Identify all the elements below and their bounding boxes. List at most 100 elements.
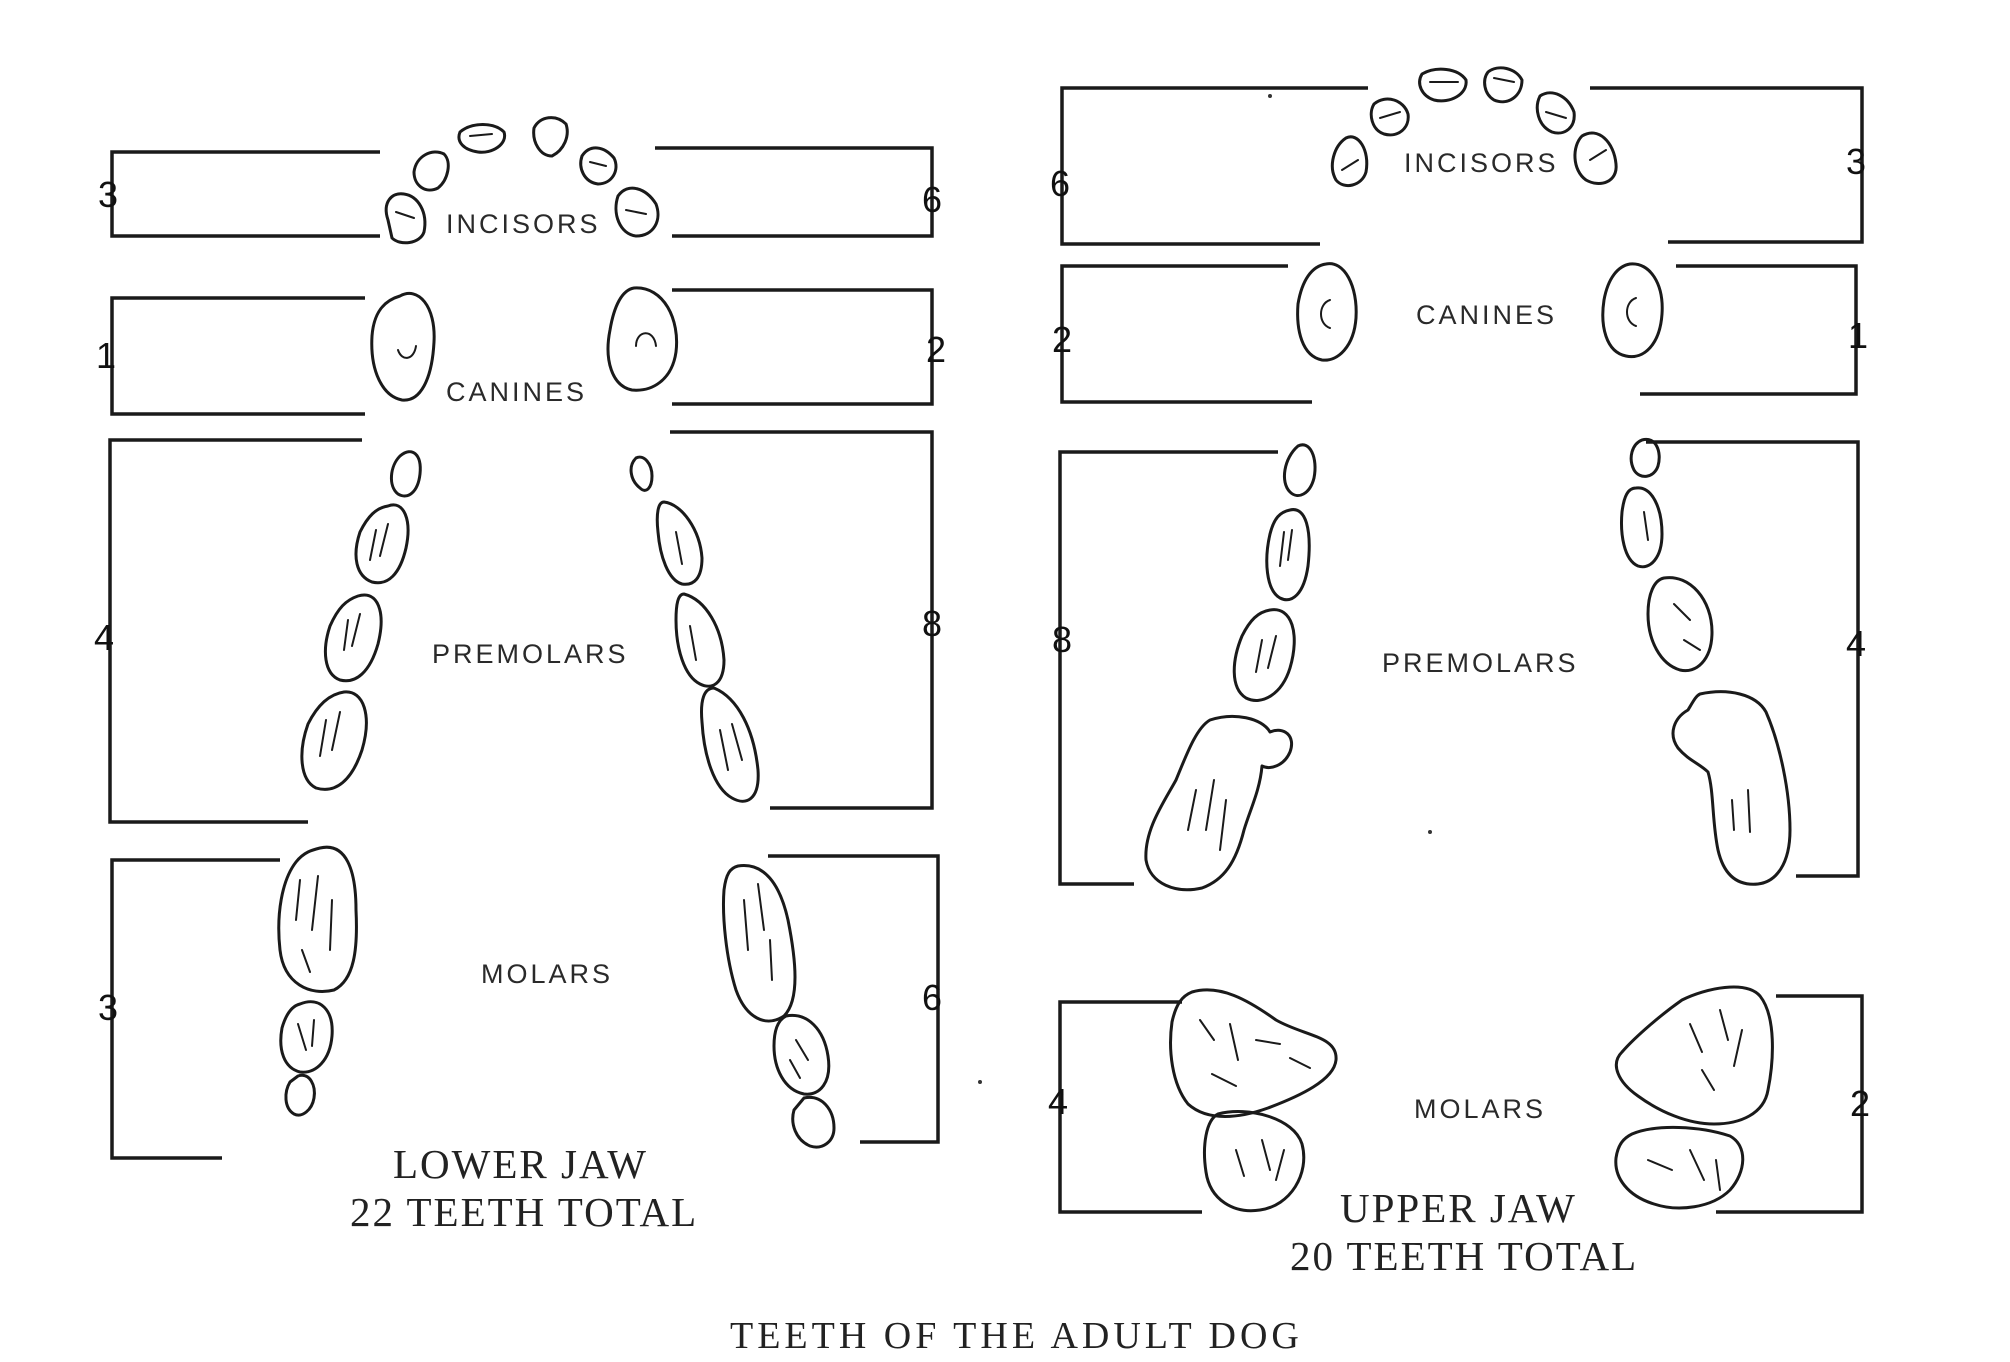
diagram-title: TEETH OF THE ADULT DOG <box>730 1315 1303 1357</box>
upper-premolar-tooth <box>1232 608 1296 702</box>
upper-premolars-right-count: 4 <box>1846 623 1866 664</box>
lower-canines-label: CANINES <box>446 377 587 407</box>
upper-premolar-tooth <box>1620 486 1664 569</box>
lower-jaw-caption-total: 22 TEETH TOTAL <box>350 1189 698 1235</box>
upper-premolar-tooth <box>1282 443 1317 497</box>
lower-premolars-right-count: 8 <box>922 603 942 644</box>
lower-incisors-right-count: 6 <box>922 179 942 220</box>
upper-incisor-tooth <box>1483 66 1524 104</box>
lower-molars-right-bracket <box>768 854 940 1144</box>
lower-premolar-tooth <box>700 686 760 803</box>
lower-incisors-left-count: 3 <box>98 174 118 215</box>
upper-molars-right-count: 2 <box>1850 1083 1870 1124</box>
lower-premolars-left-count: 4 <box>94 617 114 658</box>
lower-jaw-diagram: INCISORS CANINES PREMOLARS MOLARS 3 6 1 … <box>94 116 946 1235</box>
upper-jaw-caption-total: 20 TEETH TOTAL <box>1290 1233 1638 1279</box>
upper-molar-tooth <box>1615 985 1774 1126</box>
lower-premolar-tooth <box>629 455 654 492</box>
lower-incisors-right-bracket <box>655 146 934 238</box>
upper-premolars-left-bracket <box>1058 450 1278 886</box>
lower-molar-tooth <box>772 1013 831 1096</box>
lower-molar-tooth <box>791 1095 836 1149</box>
lower-molars-right-count: 6 <box>922 977 942 1018</box>
upper-incisors-left-bracket <box>1060 86 1368 246</box>
upper-premolars-right-bracket <box>1646 440 1860 878</box>
lower-premolar-tooth <box>300 690 368 791</box>
lower-premolars-left-bracket <box>108 438 362 824</box>
upper-canine-teeth <box>1296 262 1664 362</box>
upper-canines-label: CANINES <box>1416 300 1557 330</box>
upper-incisors-label: INCISORS <box>1404 148 1559 178</box>
upper-molar-tooth <box>1169 988 1338 1118</box>
lower-incisors-label: INCISORS <box>446 209 601 239</box>
lower-canines-left-count: 1 <box>96 335 116 376</box>
upper-premolar-tooth <box>1629 437 1661 478</box>
upper-molar-tooth <box>1203 1110 1306 1213</box>
lower-canines-left-bracket <box>110 296 365 416</box>
upper-incisor-tooth <box>1418 67 1468 103</box>
upper-canines-left-count: 2 <box>1052 319 1072 360</box>
lower-canines-right-bracket <box>672 288 934 406</box>
upper-canines-right-bracket <box>1640 264 1858 396</box>
lower-jaw-caption-title: LOWER JAW <box>393 1141 648 1187</box>
upper-premolar-tooth <box>1144 714 1293 892</box>
lower-molars-label: MOLARS <box>481 959 613 989</box>
upper-premolars-label: PREMOLARS <box>1382 648 1579 678</box>
upper-canines-left-bracket <box>1060 264 1312 404</box>
lower-canine-teeth <box>370 286 679 402</box>
upper-incisors-right-count: 3 <box>1846 141 1866 182</box>
lower-molar-tooth <box>722 864 797 1023</box>
upper-molar-tooth <box>1614 1125 1745 1210</box>
upper-molars-right-bracket <box>1716 994 1864 1214</box>
upper-canines-right-count: 1 <box>1848 315 1868 356</box>
lower-incisor-tooth <box>384 192 427 245</box>
upper-molars-label: MOLARS <box>1414 1094 1546 1124</box>
lower-canine-tooth <box>606 286 679 392</box>
upper-jaw-brackets <box>1058 86 1864 1214</box>
upper-incisors-right-bracket <box>1590 86 1864 244</box>
lower-incisor-tooth <box>457 123 507 154</box>
lower-molar-tooth <box>284 1073 316 1117</box>
upper-jaw-diagram: INCISORS CANINES PREMOLARS MOLARS 6 3 2 … <box>1048 66 1870 1279</box>
lower-incisors-left-bracket <box>110 150 380 238</box>
lower-canine-tooth <box>370 291 436 402</box>
lower-molar-tooth <box>279 1000 334 1074</box>
upper-premolar-teeth <box>1144 437 1792 892</box>
lower-premolar-teeth <box>300 450 760 803</box>
upper-premolars-left-count: 8 <box>1052 619 1072 660</box>
upper-molar-teeth <box>1169 985 1774 1213</box>
upper-canine-tooth <box>1296 262 1358 362</box>
lower-premolars-label: PREMOLARS <box>432 639 629 669</box>
upper-molars-left-count: 4 <box>1048 1081 1068 1122</box>
lower-incisor-teeth <box>384 116 660 245</box>
upper-incisor-tooth <box>1535 91 1576 135</box>
upper-molars-left-bracket <box>1058 1000 1202 1214</box>
lower-premolar-tooth <box>674 592 726 688</box>
upper-incisor-teeth <box>1330 66 1618 188</box>
lower-incisor-tooth <box>412 150 450 192</box>
lower-premolars-right-bracket <box>670 430 934 810</box>
lower-incisor-tooth <box>614 186 660 238</box>
upper-incisor-tooth <box>1369 97 1410 137</box>
upper-incisor-tooth <box>1573 131 1618 185</box>
upper-premolar-tooth <box>1265 508 1311 601</box>
upper-premolar-tooth <box>1646 576 1714 673</box>
upper-incisor-tooth <box>1330 135 1369 188</box>
lower-molar-tooth <box>277 845 358 993</box>
lower-molars-left-bracket <box>110 858 280 1160</box>
upper-incisors-left-count: 6 <box>1050 163 1070 204</box>
lower-premolar-tooth <box>354 503 410 585</box>
upper-premolar-tooth <box>1671 690 1792 886</box>
lower-molars-left-count: 3 <box>98 987 118 1028</box>
lower-canines-right-count: 2 <box>926 329 946 370</box>
lower-molar-teeth <box>277 845 836 1149</box>
upper-canine-tooth <box>1601 262 1664 359</box>
upper-jaw-caption-title: UPPER JAW <box>1340 1185 1577 1231</box>
lower-incisor-tooth <box>579 146 618 186</box>
lower-premolar-tooth <box>323 593 383 683</box>
lower-jaw-brackets <box>108 146 940 1160</box>
lower-premolar-tooth <box>655 500 704 586</box>
lower-premolar-tooth <box>390 450 422 498</box>
lower-incisor-tooth <box>532 116 569 158</box>
